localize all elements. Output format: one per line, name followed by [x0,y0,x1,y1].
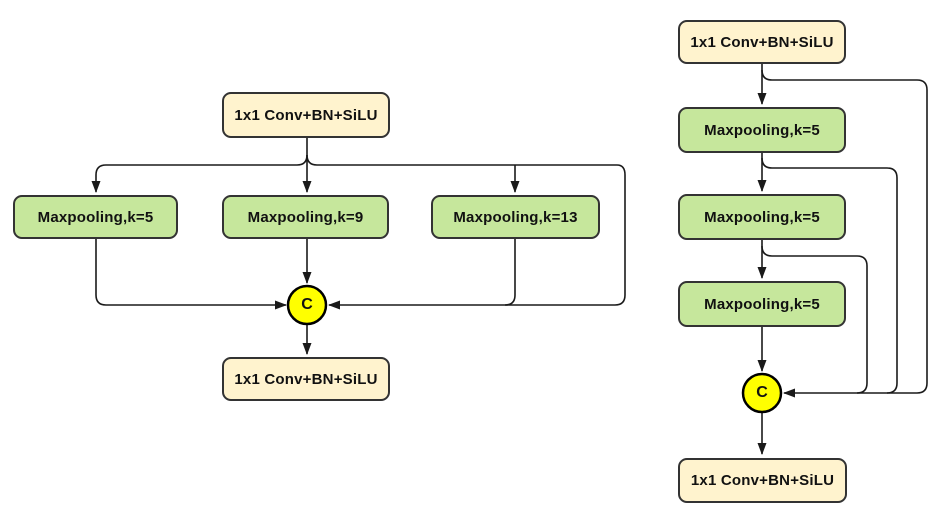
edge-left-fork-identity-to-concat [306,154,626,310]
left-maxpool-k9-node: Maxpooling,k=9 [222,195,389,239]
edge-left-fork-to-pool1 [91,154,308,193]
right-maxpool-2-node: Maxpooling,k=5 [678,194,846,240]
left-concat-label: C [301,296,313,313]
right-maxpool-1-node: Maxpooling,k=5 [678,107,846,153]
edge-left-pool1-to-concat [95,239,287,310]
right-concat-label: C [756,384,768,401]
edge-left-pool3-to-concat [504,239,516,306]
left-maxpool-k13-node: Maxpooling,k=13 [431,195,600,239]
left-output-conv-node: 1x1 Conv+BN+SiLU [222,357,390,401]
right-input-conv-node: 1x1 Conv+BN+SiLU [678,20,846,64]
edge-right-skip-outer [761,69,928,398]
right-concat-node [741,372,783,414]
edge-right-skip-middle [761,157,898,394]
edge-right-skip-inner [761,245,868,394]
left-maxpool-k5-node: Maxpooling,k=5 [13,195,178,239]
left-input-conv-node: 1x1 Conv+BN+SiLU [222,92,390,138]
right-output-conv-node: 1x1 Conv+BN+SiLU [678,458,847,503]
right-maxpool-3-node: Maxpooling,k=5 [678,281,846,327]
left-concat-node [286,284,328,326]
